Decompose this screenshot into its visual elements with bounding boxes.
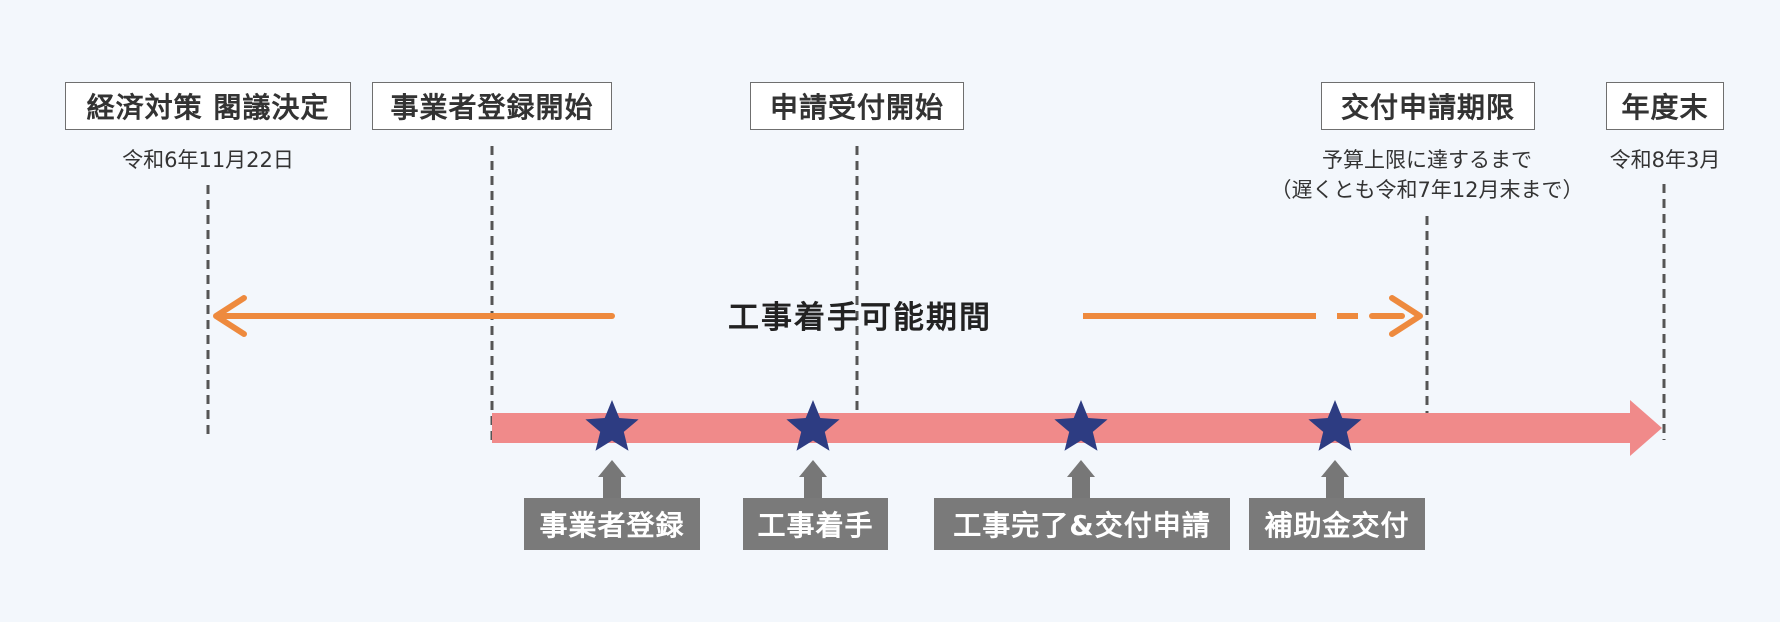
note-line: （遅くとも令和7年12月末まで） bbox=[1270, 178, 1584, 202]
star-icon bbox=[1308, 400, 1362, 451]
milestone-deadline-note: 予算上限に達するまで （遅くとも令和7年12月末まで） bbox=[1242, 145, 1612, 205]
step-subsidy-grant: 補助金交付 bbox=[1249, 498, 1425, 550]
construction-period-label: 工事着手可能期間 bbox=[728, 300, 992, 336]
star-icon bbox=[585, 400, 639, 451]
arrow-up-icon bbox=[799, 460, 827, 500]
arrow-up-icon bbox=[1067, 460, 1095, 500]
star-icon bbox=[1054, 400, 1108, 451]
milestone-fiscal-end-date: 令和8年3月 bbox=[1590, 145, 1740, 175]
arrow-up-icon bbox=[1321, 460, 1349, 500]
star-icon bbox=[786, 400, 840, 451]
step-completion-application: 工事完了&交付申請 bbox=[934, 498, 1230, 550]
arrow-up-icon bbox=[598, 460, 626, 500]
note-line: 予算上限に達するまで bbox=[1322, 148, 1532, 172]
step-construction-start: 工事着手 bbox=[743, 498, 888, 550]
note-line: 令和8年3月 bbox=[1609, 148, 1721, 172]
milestone-application-deadline: 交付申請期限 bbox=[1321, 82, 1535, 130]
arrow-right-icon bbox=[1083, 295, 1423, 337]
step-business-registration: 事業者登録 bbox=[524, 498, 700, 550]
milestone-registration-start: 事業者登録開始 bbox=[372, 82, 612, 130]
milestone-cabinet-decision: 経済対策 閣議決定 bbox=[65, 82, 351, 130]
note-line: 令和6年11月22日 bbox=[122, 148, 294, 172]
timeline-bar bbox=[492, 400, 1662, 456]
milestone-fiscal-year-end: 年度末 bbox=[1606, 82, 1724, 130]
milestone-application-start: 申請受付開始 bbox=[750, 82, 964, 130]
milestone-cabinet-date: 令和6年11月22日 bbox=[58, 145, 358, 175]
arrow-left-icon bbox=[213, 295, 615, 337]
